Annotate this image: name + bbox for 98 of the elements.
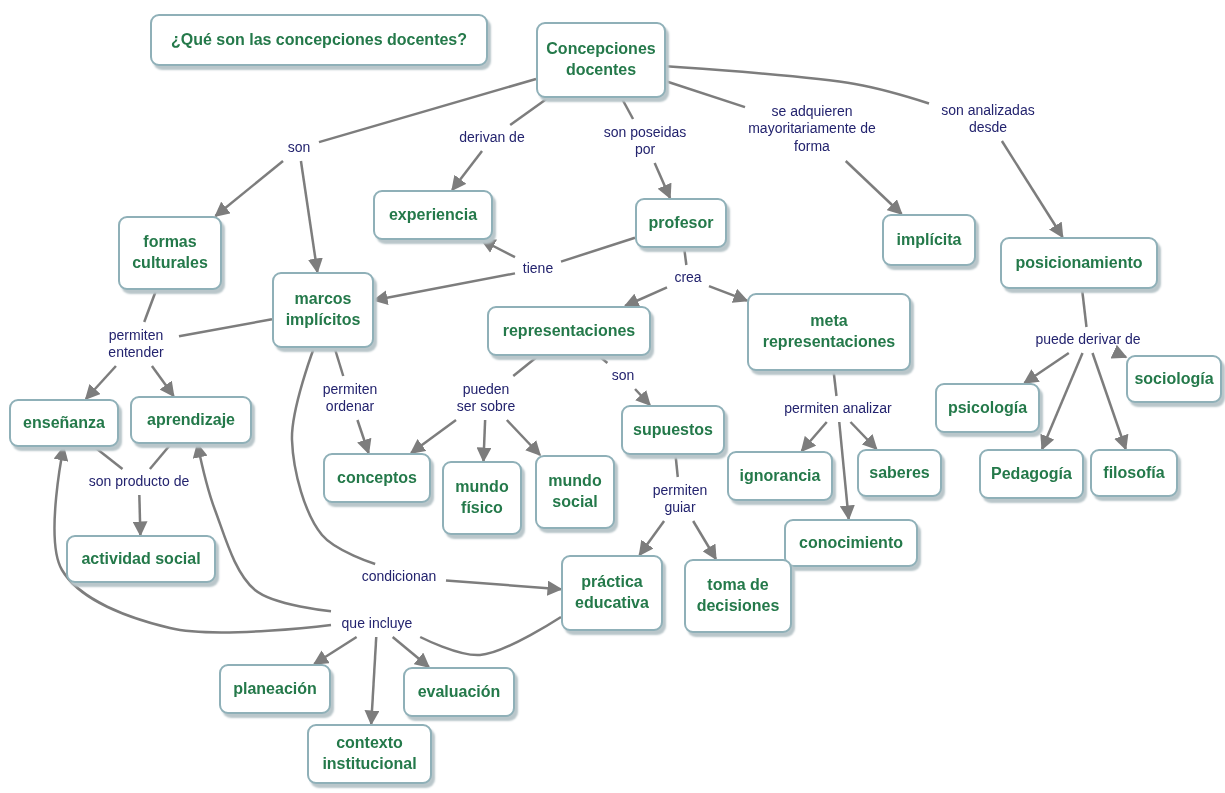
arrow xyxy=(451,150,484,192)
concept-box: representaciones xyxy=(487,306,651,356)
concept-box: mundo físico xyxy=(442,461,522,535)
arrow xyxy=(150,365,175,398)
linking-phrase: permiten analizar xyxy=(770,399,906,419)
arrow xyxy=(844,160,903,216)
connector-line xyxy=(333,347,345,377)
connector-line xyxy=(560,236,636,263)
arrow xyxy=(409,419,457,454)
concept-box: Concepciones docentes xyxy=(536,22,666,98)
arrow xyxy=(634,388,651,407)
concept-box: supuestos xyxy=(621,405,725,455)
concept-box: evaluación xyxy=(403,667,515,717)
concept-box: planeación xyxy=(219,664,331,714)
linking-phrase: tiene xyxy=(518,259,558,279)
connector-line xyxy=(665,80,746,109)
connector-line xyxy=(143,289,158,323)
arrow xyxy=(53,445,332,634)
arrow xyxy=(445,579,563,596)
arrow xyxy=(192,442,332,613)
concept-box: conceptos xyxy=(323,453,431,503)
concept-box: experiencia xyxy=(373,190,493,240)
arrow xyxy=(653,162,672,200)
linking-phrase: son producto de xyxy=(82,472,196,492)
arrow xyxy=(1040,352,1084,451)
linking-phrase: crea xyxy=(670,268,706,288)
concept-box: aprendizaje xyxy=(130,396,252,444)
connector-line xyxy=(598,355,609,364)
arrow xyxy=(372,272,516,306)
arrow xyxy=(364,636,380,726)
arrow xyxy=(849,421,878,451)
arrow xyxy=(299,160,323,274)
connector-line xyxy=(620,97,635,120)
linking-phrase: que incluye xyxy=(334,614,420,634)
arrow xyxy=(214,160,284,217)
linking-phrase: derivan de xyxy=(452,128,532,148)
connector-line xyxy=(93,446,124,470)
concept-box: profesor xyxy=(635,198,727,248)
concept-box: psicología xyxy=(935,383,1040,433)
linking-phrase: son poseidas por xyxy=(598,122,692,160)
arrow xyxy=(356,419,372,455)
concept-box: contexto institucional xyxy=(307,724,432,784)
connector-line xyxy=(318,77,537,144)
linking-phrase: pueden ser sobre xyxy=(452,379,520,417)
arrow xyxy=(1023,351,1070,385)
concept-box: meta representaciones xyxy=(747,293,911,371)
connector-line xyxy=(509,97,549,126)
concept-box: ignorancia xyxy=(727,451,833,501)
linking-phrase: permiten entender xyxy=(96,325,176,363)
concept-box: actividad social xyxy=(66,535,216,583)
concept-box: conocimiento xyxy=(784,519,918,567)
concept-box: mundo social xyxy=(535,455,615,529)
concept-box: posicionamiento xyxy=(1000,237,1158,289)
connector-line xyxy=(290,347,376,566)
concept-box: Pedagogía xyxy=(979,449,1084,499)
concept-box: filosofía xyxy=(1090,449,1178,497)
connector-line xyxy=(419,615,562,657)
arrow xyxy=(132,494,148,537)
arrow xyxy=(312,635,358,666)
arrow xyxy=(1110,344,1128,359)
connector-line xyxy=(674,454,679,478)
concept-box: marcos implícitos xyxy=(272,272,374,348)
connector-line xyxy=(832,370,838,397)
arrow xyxy=(692,520,717,561)
arrow xyxy=(708,284,749,303)
concept-box: práctica educativa xyxy=(561,555,663,631)
connector-line xyxy=(682,247,688,266)
linking-phrase: permiten guiar xyxy=(644,480,716,518)
linking-phrase: permiten ordenar xyxy=(312,379,388,417)
arrow xyxy=(480,238,516,259)
connector-line xyxy=(148,443,172,470)
connector-line xyxy=(512,355,539,377)
arrow xyxy=(623,286,668,308)
arrow xyxy=(391,636,430,668)
connector-line xyxy=(178,318,273,338)
arrow xyxy=(84,365,117,401)
concept-box: saberes xyxy=(857,449,942,497)
arrow xyxy=(638,520,666,557)
concept-box: sociología xyxy=(1126,355,1222,403)
connector-line xyxy=(1080,288,1088,328)
arrow xyxy=(476,419,492,463)
connector-line xyxy=(665,64,930,105)
arrow xyxy=(505,419,541,457)
linking-phrase: son analizadas desde xyxy=(932,100,1044,138)
linking-phrase: son xyxy=(282,138,316,158)
linking-phrase: son xyxy=(606,366,640,386)
concept-box: implícita xyxy=(882,214,976,266)
concept-box: toma de decisiones xyxy=(684,559,792,633)
arrow xyxy=(800,421,828,453)
arrow xyxy=(1091,352,1129,451)
concept-box: enseñanza xyxy=(9,399,119,447)
arrow xyxy=(838,421,855,521)
question-box: ¿Qué son las concepciones docentes? xyxy=(150,14,488,66)
linking-phrase: se adquieren mayoritariamente de forma xyxy=(748,100,876,158)
arrow xyxy=(1000,140,1064,239)
linking-phrase: puede derivar de xyxy=(1028,330,1148,350)
linking-phrase: condicionan xyxy=(355,567,443,587)
concept-box: formas culturales xyxy=(118,216,222,290)
